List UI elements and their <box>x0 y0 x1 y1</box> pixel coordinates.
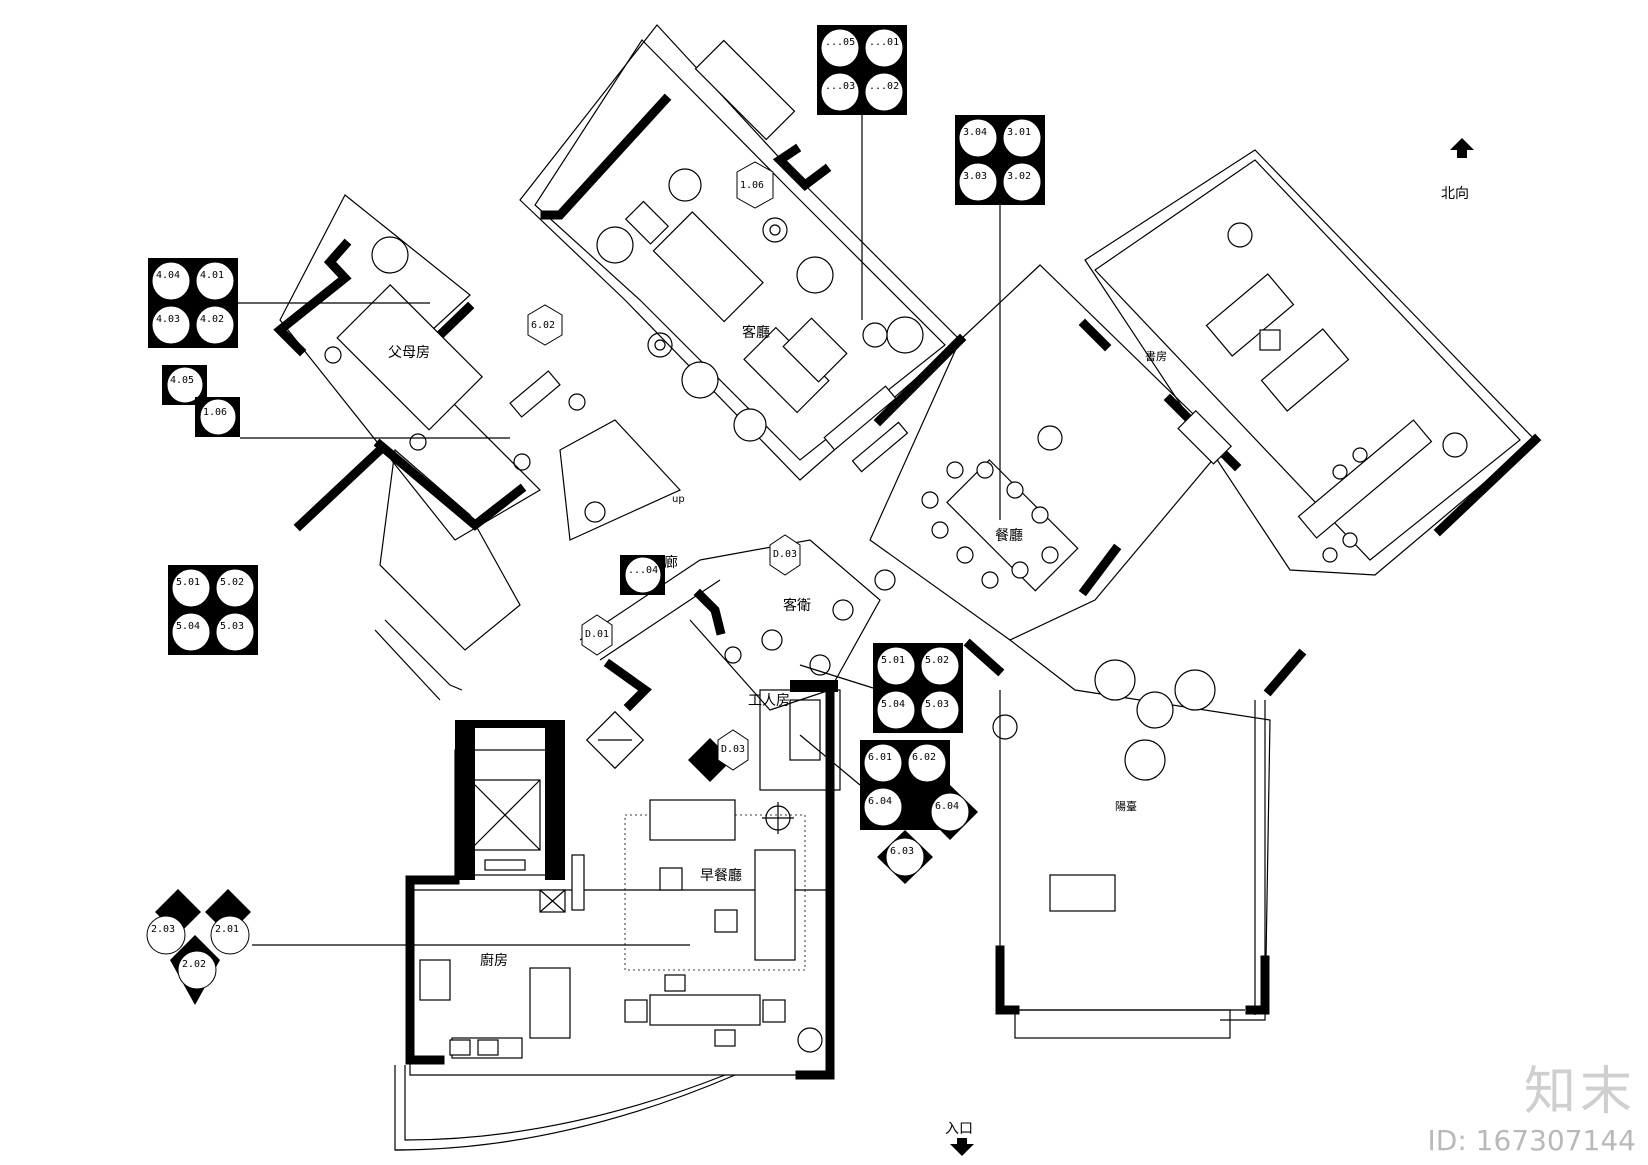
label-north: 北向 <box>1441 186 1469 202</box>
label-dining: 餐廳 <box>995 527 1023 544</box>
tag-cluster-t6: 5.01 5.02 5.04 5.03 <box>799 643 963 733</box>
tag-cluster-t7: 6.01 6.02 6.04 6.04 6.03 <box>799 734 978 884</box>
label-living: 客廳 <box>742 324 770 341</box>
label-parents: 父母房 <box>388 345 430 361</box>
label-guest-bath: 客衛 <box>783 597 811 614</box>
watermark: 知末 ID: 167307144 <box>1428 1066 1636 1157</box>
svg-text:...01: ...01 <box>869 37 899 48</box>
svg-text:2.02: 2.02 <box>182 959 206 970</box>
svg-text:4.05: 4.05 <box>170 375 194 386</box>
thin-outlines <box>279 24 1536 1151</box>
svg-text:6.03: 6.03 <box>890 846 914 857</box>
svg-text:1.06: 1.06 <box>203 407 227 418</box>
svg-text:2.03: 2.03 <box>151 924 175 935</box>
svg-text:...04: ...04 <box>628 565 658 576</box>
study-furniture <box>1177 222 1468 563</box>
svg-text:4.02: 4.02 <box>200 314 224 325</box>
svg-text:4.03: 4.03 <box>156 314 180 325</box>
tag-singles: 1.06 6.02 ...04 D.03 D.01 D.03 <box>527 161 801 771</box>
svg-text:3.01: 3.01 <box>1007 127 1031 138</box>
tag-cluster-t8: 2.03 2.01 2.02 <box>146 889 690 1005</box>
label-breakfast: 早餐廳 <box>700 867 742 884</box>
svg-text:5.02: 5.02 <box>925 655 949 666</box>
kitchen-furniture <box>419 799 823 1059</box>
svg-text:3.04: 3.04 <box>963 127 987 138</box>
label-entry: 入口 <box>945 1121 973 1137</box>
svg-text:6.04: 6.04 <box>868 796 892 807</box>
label-study: 書房 <box>1145 349 1167 363</box>
label-up: up <box>672 494 685 505</box>
tag-cluster-t2: 3.04 3.01 3.03 3.02 <box>955 115 1045 520</box>
svg-text:...05: ...05 <box>825 37 855 48</box>
svg-text:4.01: 4.01 <box>200 270 224 281</box>
svg-text:3.02: 3.02 <box>1007 171 1031 182</box>
label-kitchen: 廚房 <box>480 952 508 969</box>
svg-text:6.01: 6.01 <box>868 752 892 763</box>
svg-text:2.01: 2.01 <box>215 924 239 935</box>
svg-text:D.01: D.01 <box>585 629 609 640</box>
svg-text:...02: ...02 <box>869 81 899 92</box>
svg-text:5.03: 5.03 <box>220 621 244 632</box>
tag-cluster-t5: 5.01 5.02 5.04 5.03 <box>168 565 258 655</box>
room-labels: 客廳 父母房 進廊 客衛 餐廳 書房 工人房 早餐廳 廚房 陽臺 up 北向 入… <box>388 186 1469 1137</box>
elevator <box>469 779 541 871</box>
svg-text:6.02: 6.02 <box>531 320 555 331</box>
north-arrow <box>950 138 1474 1156</box>
bath-fixtures <box>585 599 854 770</box>
label-servant: 工人房 <box>748 693 790 709</box>
svg-text:5.01: 5.01 <box>881 655 905 666</box>
svg-text:D.03: D.03 <box>773 549 797 560</box>
svg-text:5.04: 5.04 <box>881 699 905 710</box>
parents-furniture <box>324 236 606 523</box>
thick-walls <box>273 93 1542 1080</box>
svg-text:6.02: 6.02 <box>912 752 936 763</box>
svg-text:3.03: 3.03 <box>963 171 987 182</box>
tag-cluster-t1: ...05 ...01 ...03 ...02 <box>817 25 907 320</box>
label-sunroom: 陽臺 <box>1115 799 1137 813</box>
svg-text:5.01: 5.01 <box>176 577 200 588</box>
svg-text:4.04: 4.04 <box>156 270 180 281</box>
svg-text:5.04: 5.04 <box>176 621 200 632</box>
tag-cluster-t3: 4.04 4.01 4.03 4.02 <box>148 258 430 348</box>
watermark-logo: 知末 <box>1523 1062 1636 1122</box>
svg-text:6.04: 6.04 <box>935 801 959 812</box>
svg-text:5.02: 5.02 <box>220 577 244 588</box>
svg-text:...03: ...03 <box>825 81 855 92</box>
svg-text:5.03: 5.03 <box>925 699 949 710</box>
dining-furniture <box>874 425 1079 592</box>
living-furniture <box>596 39 924 473</box>
svg-text:1.06: 1.06 <box>740 180 764 191</box>
svg-text:D.03: D.03 <box>721 744 745 755</box>
watermark-id: ID: 167307144 <box>1427 1124 1636 1157</box>
tag-cluster-t4: 4.05 1.06 <box>162 365 510 439</box>
sunroom-furniture <box>992 659 1216 912</box>
